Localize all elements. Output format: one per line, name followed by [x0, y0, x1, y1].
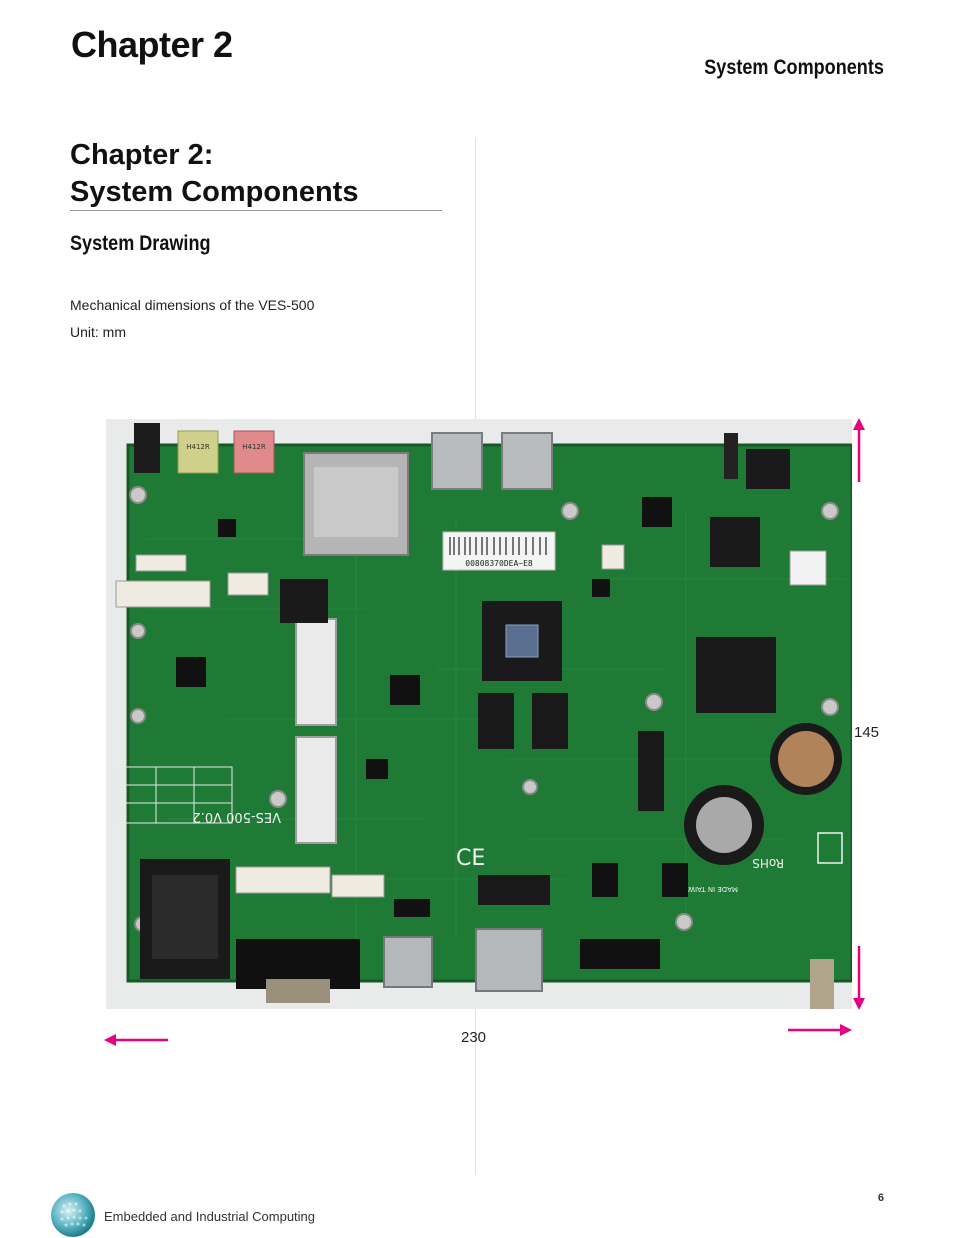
- ce-mark: CE: [456, 846, 485, 871]
- height-dimension-label: 145: [854, 724, 880, 741]
- footer-company-text: Embedded and Industrial Computing: [104, 1209, 316, 1224]
- title-underline: [70, 210, 442, 211]
- ethernet-port: [475, 928, 543, 992]
- running-header: System Components: [704, 56, 884, 79]
- board-silkscreen: VES-500 V0.2: [192, 809, 281, 824]
- audio-jack-label-1: H412R: [186, 443, 210, 451]
- description-text: Mechanical dimensions of the VES-500: [70, 297, 315, 313]
- height-arrow-top: [853, 418, 865, 482]
- usb-port-1: [431, 432, 483, 490]
- made-in-label: MADE IN TAIWAN: [678, 885, 738, 893]
- barcode-sticker: [442, 531, 556, 571]
- company-logo-icon: [51, 1193, 95, 1237]
- dip-switch-table: [115, 766, 233, 824]
- mini-pcie-slot-2: [295, 736, 337, 844]
- sticker-text: 00808370DEA~E8: [465, 559, 533, 568]
- subsection-title: System Drawing: [70, 232, 211, 255]
- section-title-line-1: Chapter 2:: [70, 139, 214, 171]
- height-arrow-bottom: [853, 946, 865, 1010]
- width-arrow-left: [104, 1034, 168, 1046]
- page-number: 6: [877, 1192, 884, 1204]
- board-photo: H412R H412R 00808370DEA~E8: [106, 419, 852, 1009]
- section-title-line-2: System Components: [70, 176, 359, 208]
- chapter-label: Chapter 2: [71, 24, 233, 65]
- hdmi-port: [383, 936, 433, 988]
- unit-text: Unit: mm: [70, 324, 126, 340]
- width-dimension-label: 230: [461, 1029, 487, 1046]
- section-title: Chapter 2: System Components: [70, 137, 358, 211]
- mini-pcie-slot-1: [295, 618, 337, 726]
- controller-chip: [696, 637, 776, 713]
- usb-port-2: [501, 432, 553, 490]
- rohs-mark: RoHS: [752, 856, 784, 870]
- audio-jack-label-2: H412R: [242, 443, 266, 451]
- width-arrow-right: [788, 1024, 852, 1036]
